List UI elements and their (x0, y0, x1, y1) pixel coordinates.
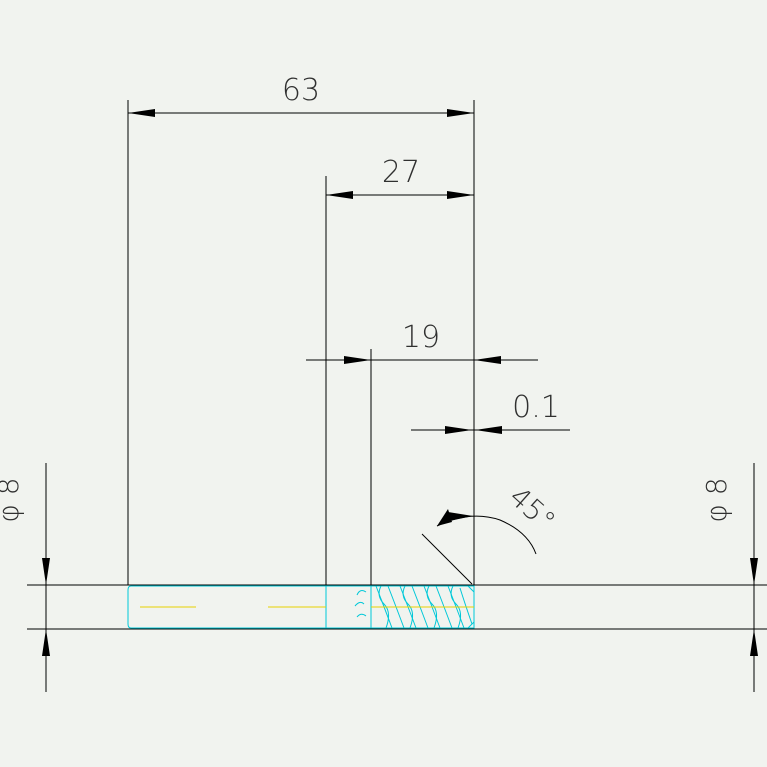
dimension-label-19: 19 (402, 320, 440, 355)
dimension-label-63: 63 (282, 73, 320, 108)
diameter-dimension-left: φ 8 (0, 463, 50, 692)
thread-crest (402, 585, 414, 629)
thread-crest (378, 585, 390, 629)
arrowhead (447, 109, 474, 117)
dimension-63: 63 (128, 73, 474, 117)
arrowhead (344, 356, 371, 364)
dimension-19: 19 (306, 320, 538, 364)
diameter-label-left: φ 8 (0, 477, 25, 522)
arrowhead (42, 558, 50, 585)
arrowhead (474, 356, 501, 364)
thread-crest (450, 585, 462, 629)
dimension-label-27: 27 (382, 155, 420, 190)
chamfer-edge (467, 585, 475, 593)
arrowhead (445, 426, 472, 434)
chamfer-angle-leader (421, 533, 473, 585)
dimension-27: 27 (326, 155, 474, 199)
thread-line (435, 585, 453, 629)
dimension-label-0-1: 0.1 (512, 390, 560, 425)
diameter-dimension-right: φ 8 (700, 463, 758, 692)
arrowhead (128, 109, 155, 117)
thread-line (399, 585, 417, 629)
dimension-0-1: 0.1 (411, 390, 570, 434)
dimension-label-45-degrees: 45° (503, 480, 562, 538)
arrowhead (750, 558, 758, 585)
chamfer-angle-dimension: 45° (421, 480, 562, 585)
thread-line (459, 587, 473, 625)
arrowhead (326, 191, 353, 199)
thread-line (447, 585, 465, 629)
thread-line (387, 585, 405, 629)
arrowhead (447, 191, 474, 199)
thread-runout (354, 590, 367, 618)
shaft-outline (127, 585, 475, 629)
thread-line (375, 585, 393, 629)
diameter-label-right: φ 8 (700, 477, 733, 522)
arrowhead (42, 629, 50, 656)
chamfer-edge (467, 621, 475, 629)
arrowhead (448, 512, 473, 521)
thread-crest (426, 585, 438, 629)
thread-line (411, 585, 429, 629)
arrowhead (475, 426, 502, 434)
arrowhead (750, 629, 758, 656)
thread-line (423, 585, 441, 629)
thread-hatching (354, 585, 473, 629)
